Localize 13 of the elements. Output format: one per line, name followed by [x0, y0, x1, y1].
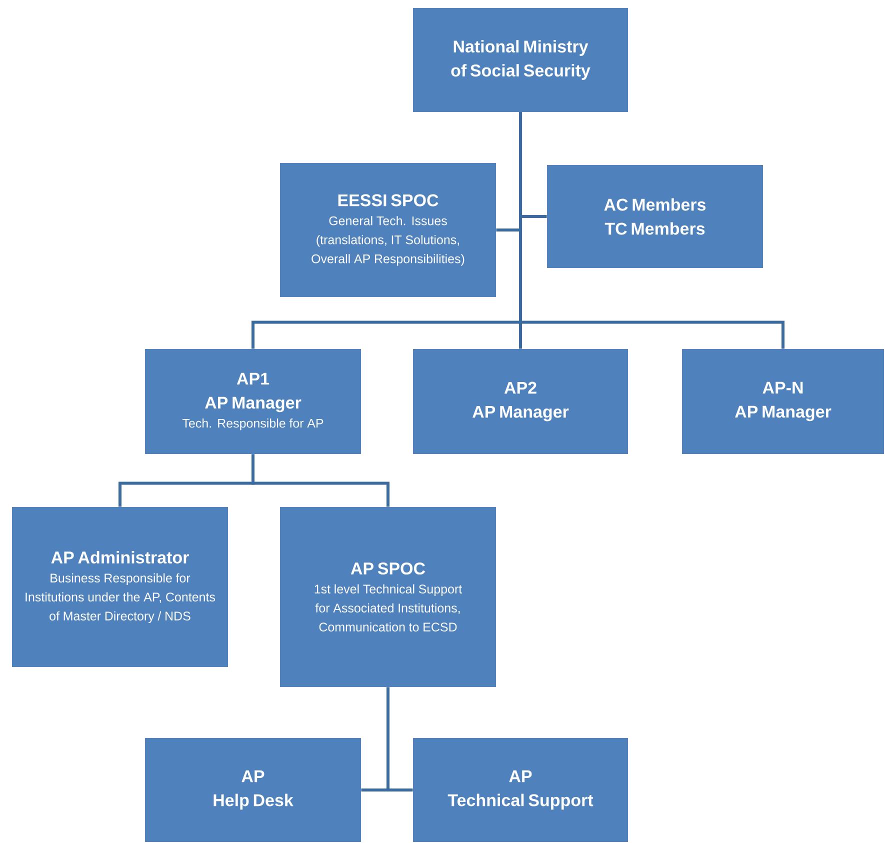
org-box: AC Members TC Members: [547, 165, 764, 268]
org-box: National Ministry of Social Security: [413, 8, 628, 112]
connector-line: [519, 112, 785, 349]
org-box: AP Help Desk: [145, 738, 361, 842]
connector-line: [386, 687, 413, 792]
connector-line: [252, 454, 390, 507]
org-box: AP1 AP Manager Tech. Responsible for AP: [145, 349, 361, 454]
org-box: AP2 AP Manager: [413, 349, 628, 454]
info-box: EESSI SPOC General Tech. Issues (translations, IT Solutions, Overall AP Responsibilities): [280, 163, 496, 297]
org-box: AP Technical Support: [413, 738, 628, 842]
info-box: AP SPOC 1st level Technical Support for Associated Institutions, Communication to ECSD: [280, 507, 496, 687]
org-box: AP-N AP Manager: [682, 349, 884, 454]
info-box: AP Administrator Business Responsible for Institutions under the AP, Contents of Master Directory / NDS: [12, 507, 228, 667]
